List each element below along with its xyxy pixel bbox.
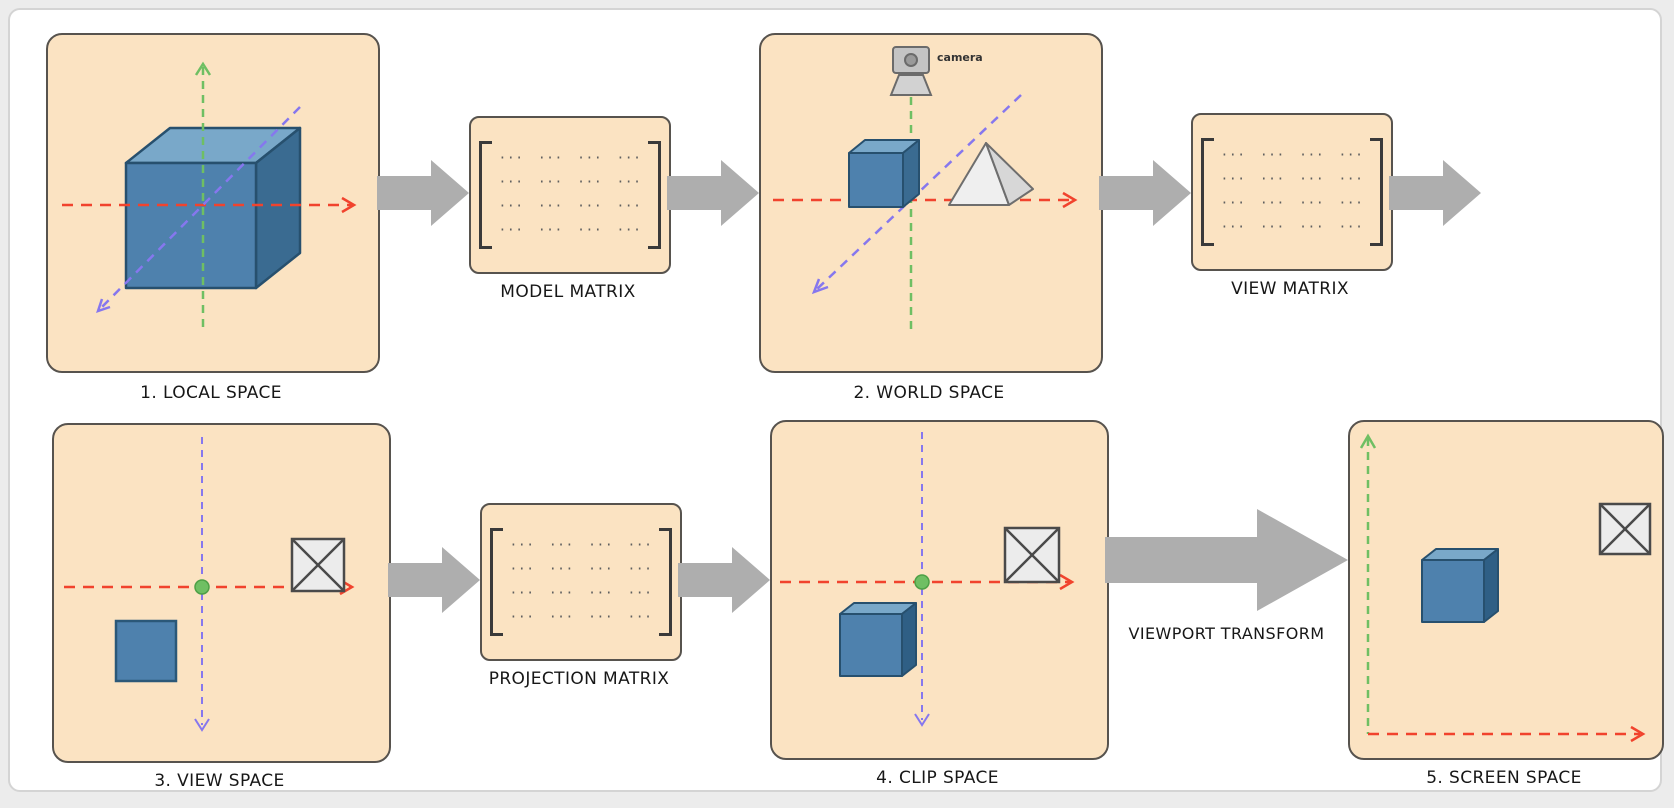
x-axis-icon [1368, 725, 1646, 743]
matrix-dots-row: ··· ··· ··· ··· [498, 175, 642, 190]
flow-arrow-icon [678, 547, 770, 613]
matrix-dots-row: ··· ··· ··· ··· [1220, 196, 1364, 211]
matrix-bracket-left-icon [478, 141, 492, 249]
clip-space-figure [780, 432, 1075, 727]
matrix-dots-row: ··· ··· ··· ··· [1220, 148, 1364, 163]
matrix-bracket-right-icon [648, 141, 662, 249]
matrix-dots-row: ··· ··· ··· ··· [509, 586, 653, 601]
panel-screen-space [1348, 420, 1664, 760]
y-axis-icon [1359, 433, 1377, 734]
matrix-dots-row: ··· ··· ··· ··· [509, 538, 653, 553]
x-axis-icon [773, 191, 1078, 209]
label-local-space: 1. LOCAL SPACE [140, 383, 282, 403]
panel-world-space: camera [759, 33, 1103, 373]
matrix-bracket-right-icon [659, 528, 673, 636]
view-matrix-box: ··· ··· ··· ··· ··· ··· ··· ··· ··· ··· … [1191, 113, 1393, 271]
crossed-box-icon [290, 537, 346, 593]
origin-dot-icon [914, 574, 930, 590]
camera-label: camera [937, 51, 983, 64]
view-space-figure [64, 437, 355, 732]
label-projection-matrix: PROJECTION MATRIX [488, 669, 670, 689]
cube-icon [848, 139, 920, 208]
matrix-dots-row: ··· ··· ··· ··· [509, 562, 653, 577]
cube-icon [114, 619, 178, 683]
screen-space-figure [1359, 433, 1652, 743]
panel-clip-space [770, 420, 1109, 760]
z-axis-icon [811, 94, 1022, 295]
matrix-dots: ··· ··· ··· ··· ··· ··· ··· ··· ··· ··· … [510, 534, 653, 630]
y-axis-icon [194, 61, 212, 331]
label-clip-space: 4. CLIP SPACE [876, 768, 999, 788]
flow-arrow-icon [1389, 160, 1481, 226]
flow-arrow-icon [388, 547, 480, 613]
z-axis-icon [96, 106, 301, 313]
x-axis-icon [780, 573, 1075, 591]
panel-local-space [46, 33, 380, 373]
crossed-box-icon [1598, 502, 1652, 556]
crossed-box-icon [1003, 526, 1061, 584]
panel-view-space [52, 423, 391, 763]
projection-matrix-box: ··· ··· ··· ··· ··· ··· ··· ··· ··· ··· … [480, 503, 682, 661]
cube-icon [124, 126, 302, 290]
label-model-matrix: MODEL MATRIX [500, 282, 636, 302]
matrix-dots-row: ··· ··· ··· ··· [498, 223, 642, 238]
label-world-space: 2. WORLD SPACE [853, 383, 1005, 403]
matrix-dots-row: ··· ··· ··· ··· [1220, 220, 1364, 235]
label-view-space: 3. VIEW SPACE [154, 771, 285, 791]
cube-icon [839, 602, 917, 677]
label-viewport-transform: VIEWPORT TRANSFORM [1128, 624, 1325, 643]
cube-icon [1421, 548, 1499, 623]
flow-arrow-icon [1099, 160, 1191, 226]
local-space-figure [62, 61, 357, 331]
model-matrix-box: ··· ··· ··· ··· ··· ··· ··· ··· ··· ··· … [469, 116, 671, 274]
matrix-dots-row: ··· ··· ··· ··· [509, 610, 653, 625]
label-view-matrix: VIEW MATRIX [1231, 279, 1349, 299]
matrix-dots-row: ··· ··· ··· ··· [498, 199, 642, 214]
pyramid-icon [948, 142, 1034, 206]
x-axis-icon [62, 196, 357, 214]
matrix-bracket-left-icon [489, 528, 503, 636]
flow-arrow-icon [667, 160, 759, 226]
matrix-bracket-left-icon [1200, 138, 1214, 246]
label-screen-space: 5. SCREEN SPACE [1426, 768, 1582, 788]
camera-icon [889, 46, 933, 96]
flow-arrow-icon [377, 160, 469, 226]
matrix-dots: ··· ··· ··· ··· ··· ··· ··· ··· ··· ··· … [1221, 144, 1364, 240]
matrix-dots-row: ··· ··· ··· ··· [498, 151, 642, 166]
world-space-figure [773, 46, 1078, 333]
origin-dot-icon [194, 579, 210, 595]
matrix-dots-row: ··· ··· ··· ··· [1220, 172, 1364, 187]
matrix-dots: ··· ··· ··· ··· ··· ··· ··· ··· ··· ··· … [499, 147, 642, 243]
matrix-bracket-right-icon [1370, 138, 1384, 246]
viewport-transform-arrow-icon [1105, 509, 1348, 611]
